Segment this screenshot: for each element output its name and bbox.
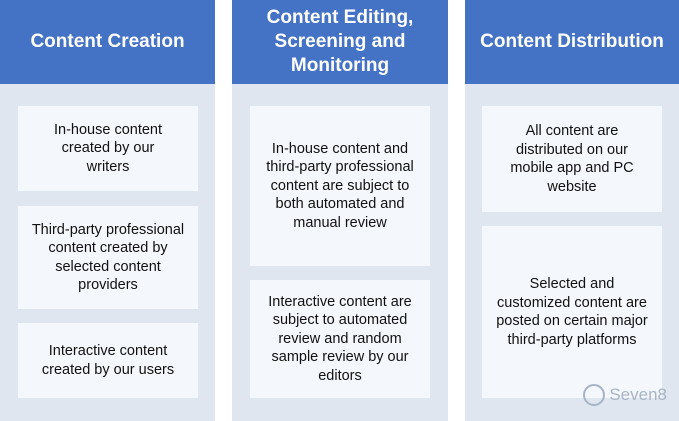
content-box: Interactive content are subject to autom…: [250, 280, 430, 398]
column-header: Content Editing, Screening and Monitorin…: [232, 0, 448, 84]
column-content-editing: Content Editing, Screening and Monitorin…: [232, 0, 448, 421]
content-box: Selected and customized content are post…: [482, 226, 662, 398]
column-header: Content Creation: [0, 0, 215, 84]
watermark: Seven8: [583, 384, 667, 406]
column-content-distribution: Content Distribution All content are dis…: [465, 0, 679, 421]
content-box: All content are distributed on our mobil…: [482, 106, 662, 212]
column-header: Content Distribution: [465, 0, 679, 84]
column-content-creation: Content Creation In-house content create…: [0, 0, 215, 421]
watermark-logo-icon: [583, 384, 606, 406]
content-box: In-house content created by our writers: [18, 106, 198, 191]
content-box: Third-party professional content created…: [18, 206, 198, 309]
watermark-text: Seven8: [609, 385, 667, 404]
content-box: Interactive content created by our users: [18, 323, 198, 398]
content-box: In-house content and third-party profess…: [250, 106, 430, 266]
